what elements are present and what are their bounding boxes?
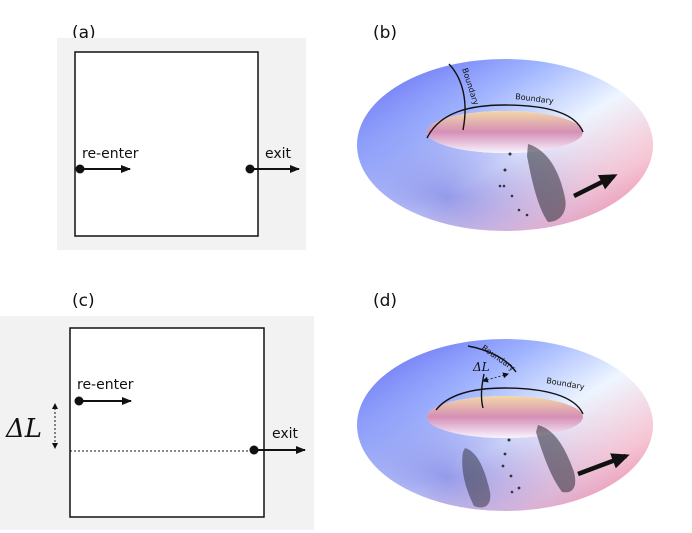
panel-b-particle-trail <box>498 152 529 217</box>
panel-b-motion-arrow <box>572 173 618 199</box>
panel-d-torus: Boundary Boundary ΔL <box>357 339 653 511</box>
panel-b-torus: Boundary Boundary <box>357 59 653 231</box>
panel-c-square <box>69 327 265 518</box>
panel-c: re-enter exit ΔL <box>0 316 314 530</box>
panel-b-particle-cloud <box>527 144 566 222</box>
panel-b-boundary-meridian <box>448 63 466 131</box>
panel-c-label: (c) <box>72 291 95 311</box>
panel-b-boundary-ring <box>426 104 584 139</box>
panel-d-delta-arrow <box>482 372 509 383</box>
panel-d-boundary-ring <box>435 387 584 415</box>
panel-d-delta-label: ΔL <box>472 360 490 374</box>
panel-a-exit-label: exit <box>265 146 292 162</box>
panel-a-reenter-label: re-enter <box>82 146 139 162</box>
panel-d-boundary-meridian <box>467 345 517 373</box>
panel-c-exit-label: exit <box>272 426 299 442</box>
panel-c-reenter-label: re-enter <box>77 377 134 393</box>
panel-d-label: (d) <box>373 291 398 311</box>
panel-d-motion-arrow <box>577 453 630 477</box>
panel-b-label: (b) <box>373 23 398 43</box>
panel-d-particle-cloud-left <box>462 448 491 508</box>
panel-d-torus-hole <box>427 396 583 438</box>
panel-d-particle-cloud-right <box>536 425 576 493</box>
panel-a: re-enter exit <box>57 38 306 250</box>
panel-b-torus-hole <box>427 111 583 153</box>
panel-c-delta-label: ΔL <box>5 414 42 444</box>
panel-d-particle-trail <box>501 438 521 494</box>
panel-a-square <box>74 51 259 237</box>
